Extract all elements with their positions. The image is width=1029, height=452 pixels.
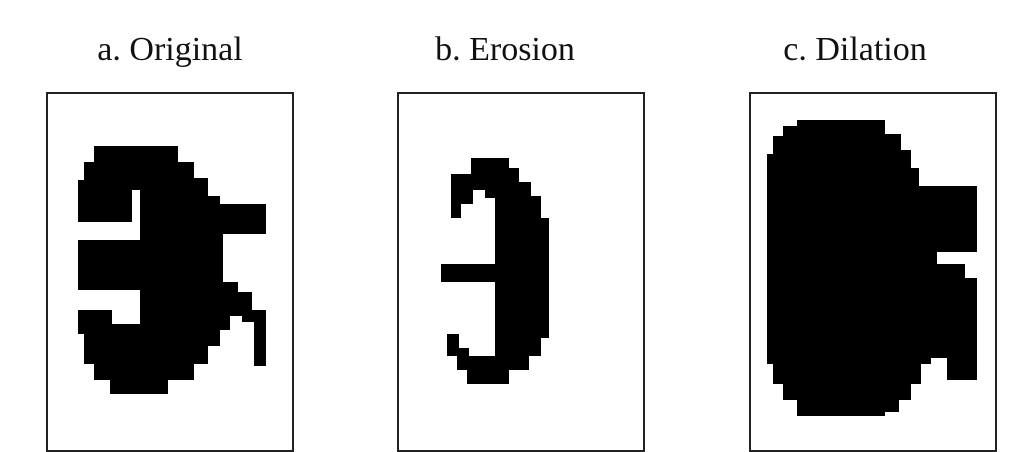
image-frame-dilation: [749, 92, 997, 452]
image-frame-original: [46, 92, 294, 452]
erosion-shape-image: [441, 158, 549, 384]
panel-dilation: c. Dilation: [705, 0, 1005, 452]
panel-erosion: b. Erosion: [355, 0, 655, 452]
image-frame-erosion: [397, 92, 645, 452]
panel-original: a. Original: [20, 0, 320, 452]
original-shape-image: [78, 146, 266, 394]
panel-title-erosion: b. Erosion: [435, 31, 575, 68]
dilation-shape-image: [767, 120, 977, 416]
panel-title-dilation: c. Dilation: [783, 31, 927, 68]
panel-title-original: a. Original: [97, 31, 243, 68]
